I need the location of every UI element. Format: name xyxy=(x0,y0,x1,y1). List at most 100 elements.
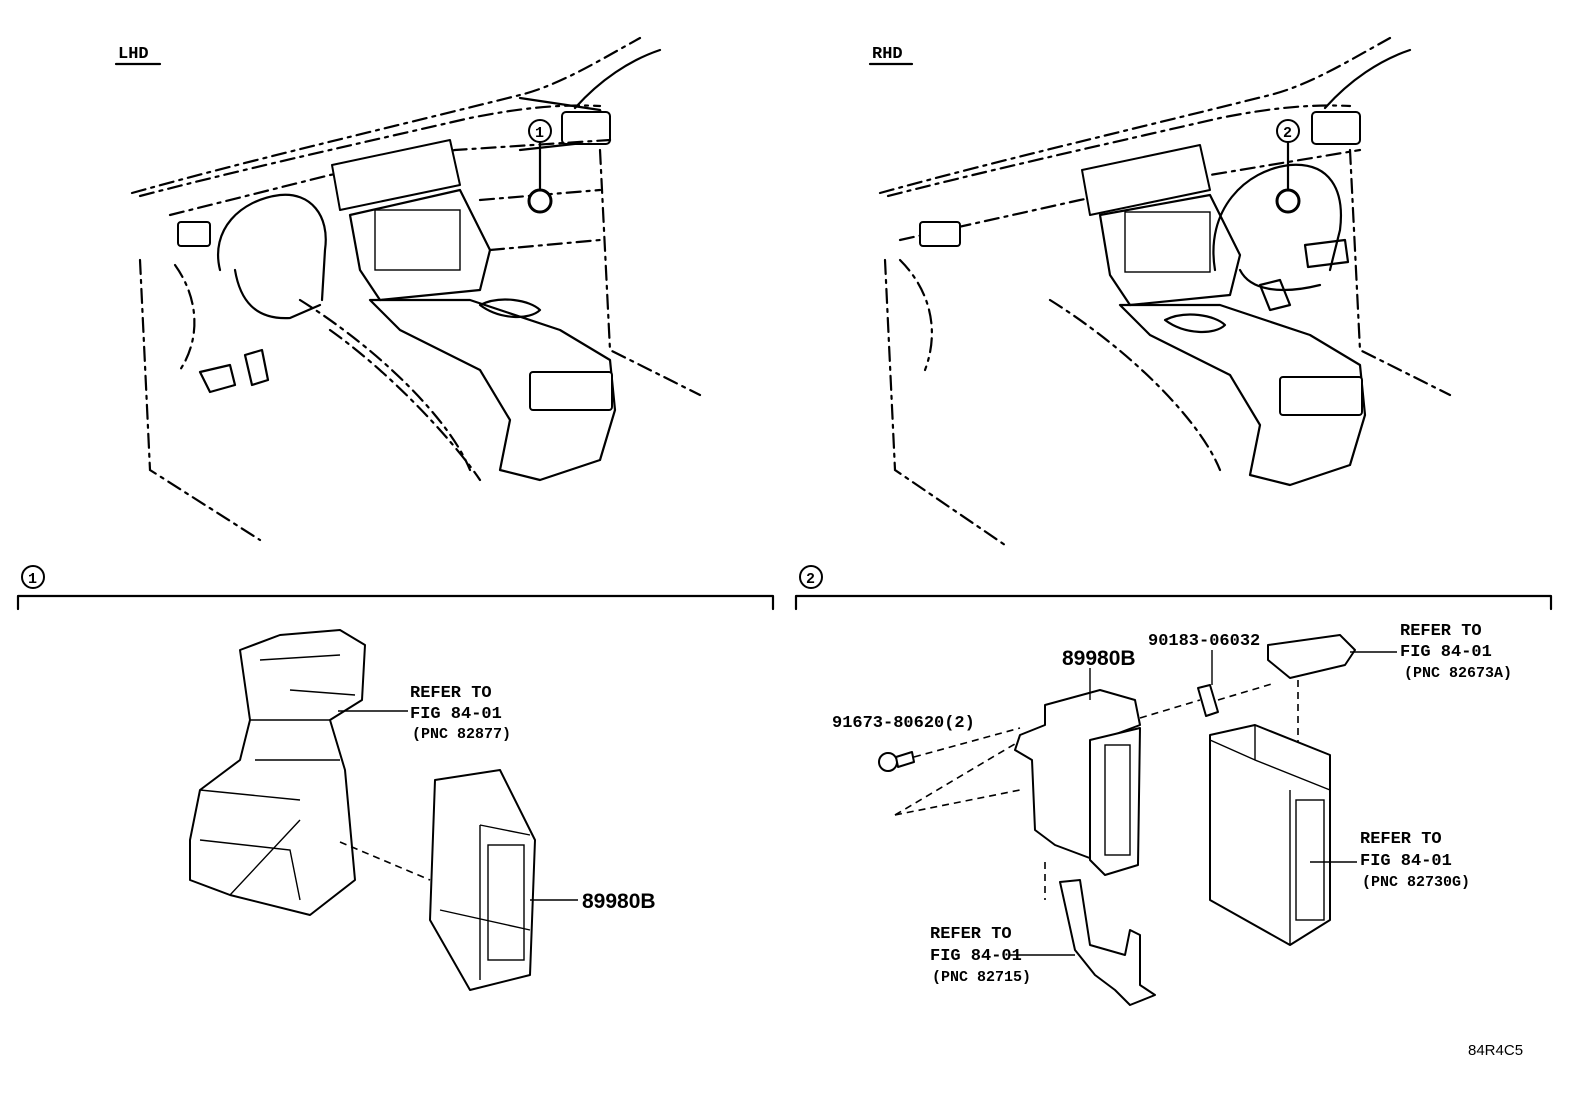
panel-1-junction-block xyxy=(189,629,366,916)
rhd-dash-line2 xyxy=(898,148,1362,242)
panel-2-mounting-bracket xyxy=(1014,689,1141,861)
lhd-dashboard-illustration: LHD 1 xyxy=(114,36,702,542)
lhd-pedal-1 xyxy=(198,363,237,394)
lhd-left-vent xyxy=(177,221,211,247)
lhd-dash-line2 xyxy=(168,138,612,217)
rhd-right-vent xyxy=(1311,111,1361,145)
rhd-location-marker xyxy=(1275,188,1301,214)
panel-2-bolt-guide-1 xyxy=(913,727,1021,758)
rhd-a-pillar xyxy=(1323,48,1412,110)
lhd-center-stack xyxy=(348,188,492,302)
figure-code: 84R4C5 xyxy=(1468,1042,1523,1059)
panel-2-control-module xyxy=(1089,727,1141,876)
lhd-cluster-hood xyxy=(217,193,327,302)
lhd-cupholder xyxy=(478,298,542,319)
panel-2-bolt-shank xyxy=(895,751,915,768)
detail-panel-2: 2 89980B 90183-06032 91673-8062 xyxy=(794,565,1553,1006)
panel-2-bracket xyxy=(794,594,1553,611)
panel-2-refer-a-line1: REFER TO xyxy=(1400,622,1482,641)
panel-1-callout-number: 1 xyxy=(28,571,37,588)
panel-2-callout-circle xyxy=(799,565,823,589)
panel-2-refer-b-line1: REFER TO xyxy=(1360,830,1442,849)
rhd-floor-line-1 xyxy=(1048,298,1222,472)
lhd-callout-number: 1 xyxy=(535,125,544,142)
rhd-windshield-edge xyxy=(878,36,1392,195)
lhd-pedal-2 xyxy=(243,348,270,387)
panel-2-junction-connector xyxy=(1295,799,1325,921)
rhd-center-console xyxy=(1118,303,1367,487)
rhd-callout-circle xyxy=(1276,119,1300,143)
rhd-dashboard-illustration: RHD 2 xyxy=(868,36,1452,547)
panel-2-refer-b-line3: (PNC 82730G) xyxy=(1362,874,1470,891)
lhd-left-trim xyxy=(173,263,196,372)
rhd-left-door-line xyxy=(883,258,1007,547)
panel-2-bolt-guide-2 xyxy=(894,789,1021,816)
rhd-switch-panel xyxy=(1303,238,1350,269)
panel-2-bolt-part: 91673-80620(2) xyxy=(832,714,975,733)
panel-2-bolt xyxy=(878,752,898,772)
lhd-floor-line-1 xyxy=(298,298,472,472)
panel-1-refer-line2: FIG 84-01 xyxy=(410,705,502,724)
rhd-stack-panel xyxy=(1124,211,1211,273)
panel-1-part-number: 89980B xyxy=(582,890,656,913)
panel-2-refer-c-line3: (PNC 82715) xyxy=(932,969,1031,986)
panel-1-refer-line1: REFER TO xyxy=(410,684,492,703)
panel-2-lower-bracket xyxy=(1059,879,1156,1006)
rhd-left-trim xyxy=(898,258,933,372)
panel-1-callout-circle xyxy=(21,565,45,589)
panel-1-junction-detail-2 xyxy=(199,839,301,901)
lhd-rear-vent xyxy=(529,371,613,411)
rhd-right-side-line xyxy=(1348,148,1452,397)
panel-2-refer-b-line2: FIG 84-01 xyxy=(1360,852,1452,871)
lhd-floor-line-2 xyxy=(328,328,482,482)
lhd-label: LHD xyxy=(118,45,149,64)
panel-2-clip-guide xyxy=(1139,699,1201,719)
panel-1-module-connector xyxy=(487,844,525,961)
panel-2-part-number: 89980B xyxy=(1062,647,1136,670)
rhd-callout-number: 2 xyxy=(1283,125,1292,142)
lhd-windshield-edge xyxy=(130,36,642,195)
lhd-a-pillar xyxy=(573,48,662,110)
panel-2-refer-c-line2: FIG 84-01 xyxy=(930,947,1022,966)
rhd-rear-vent xyxy=(1279,376,1363,416)
panel-2-refer-a-line2: FIG 84-01 xyxy=(1400,643,1492,662)
panel-2-bolt-guide-3 xyxy=(894,734,1031,816)
rhd-cluster-hood xyxy=(1212,163,1342,272)
panel-2-refer-a-line3: (PNC 82673A) xyxy=(1404,665,1512,682)
panel-2-junction-box xyxy=(1209,724,1331,946)
panel-1-refer-line3: (PNC 82877) xyxy=(412,726,511,743)
lhd-center-display xyxy=(331,139,461,211)
detail-panel-1: 1 REFER TO FIG 84-01 (PNC 82877) 89980B xyxy=(16,565,775,991)
lhd-callout-circle xyxy=(528,119,552,143)
panel-2-junction-edges xyxy=(1209,725,1331,945)
lhd-center-console xyxy=(368,298,617,482)
rhd-label: RHD xyxy=(872,45,903,64)
lhd-right-side-line xyxy=(598,148,702,397)
panel-1-module-edges xyxy=(439,824,531,980)
panel-2-clip-part: 90183-06032 xyxy=(1148,632,1260,651)
panel-2-module-connector xyxy=(1104,744,1131,856)
panel-2-callout-number: 2 xyxy=(806,571,815,588)
lhd-glovebox-line-2 xyxy=(488,238,602,252)
lhd-right-vent xyxy=(561,111,611,145)
lhd-location-marker xyxy=(527,188,553,214)
panel-2-refer-c-line1: REFER TO xyxy=(930,925,1012,944)
rhd-left-vent xyxy=(919,221,961,247)
panel-1-junction-detail xyxy=(199,654,356,896)
panel-1-control-module xyxy=(429,769,536,991)
rhd-cupholder xyxy=(1163,313,1227,334)
panel-2-holder xyxy=(1267,634,1356,679)
panel-2-clip xyxy=(1197,684,1219,717)
panel-1-mount-guide xyxy=(339,841,431,881)
lhd-dash-top xyxy=(138,104,602,198)
rhd-center-display xyxy=(1081,144,1211,216)
panel-2-clip-to-holder-guide xyxy=(1217,682,1276,701)
rhd-pedal xyxy=(1258,278,1292,312)
lhd-stack-panel xyxy=(374,209,461,271)
lhd-steering-column xyxy=(233,268,322,320)
rhd-steering-column xyxy=(1238,268,1322,292)
lhd-left-door-line xyxy=(138,258,262,542)
rhd-center-stack xyxy=(1098,193,1242,307)
rhd-dash-top xyxy=(886,104,1352,198)
